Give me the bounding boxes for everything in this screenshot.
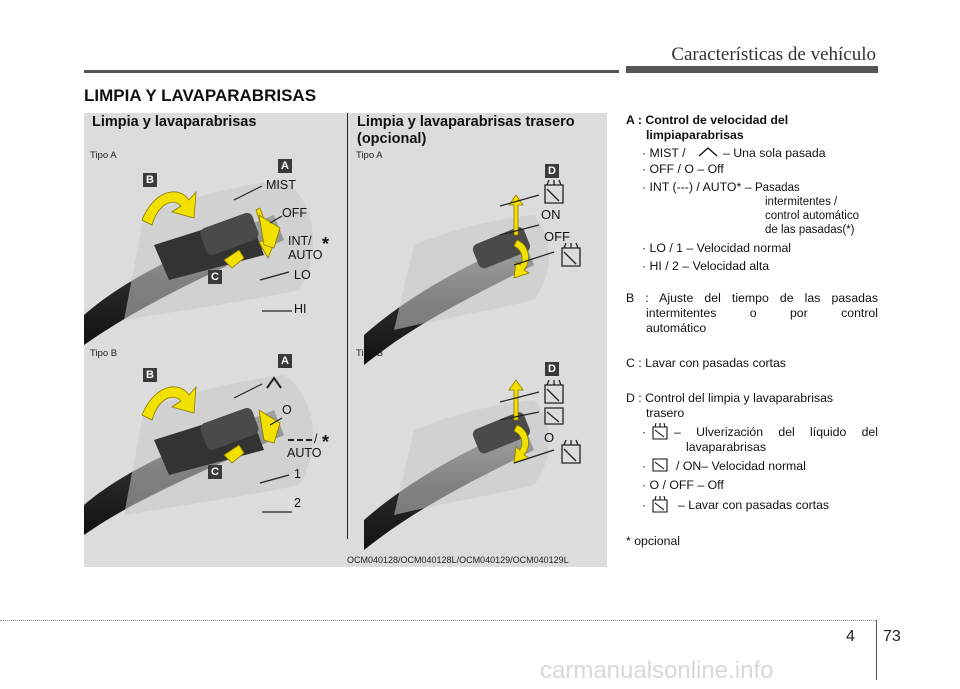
label-o-rear: O xyxy=(544,430,555,445)
label-mist: MIST xyxy=(266,178,296,192)
marker-d-b: D xyxy=(545,362,559,376)
spec-d-title-2: trasero xyxy=(646,406,685,420)
spec-a-item-int-2: intermitentes / xyxy=(765,196,838,208)
spec-a-item-int: · INT (---) / AUTO* – Pasadas xyxy=(642,180,800,194)
asterisk-a: * xyxy=(322,234,330,254)
spec-b-title-3: automático xyxy=(646,321,707,335)
chapter-number: 4 xyxy=(846,628,855,645)
spec-a-title-2: limpiaparabrisas xyxy=(646,128,744,142)
spec-a-item-hi: · HI / 2 – Velocidad alta xyxy=(642,259,770,273)
label-hi: HI xyxy=(294,302,307,316)
spec-d-item-3: · O / OFF – Off xyxy=(642,478,724,492)
label-slash: / xyxy=(314,432,318,446)
marker-b-a: B xyxy=(143,173,157,187)
label-lo: LO xyxy=(294,268,311,282)
label-auto-b: AUTO xyxy=(287,446,322,460)
left-panel-title: Limpia y lavaparabrisas xyxy=(92,114,257,130)
stalk-left-b xyxy=(84,375,314,535)
label-o: O xyxy=(282,403,292,417)
stalk-right-b xyxy=(364,400,549,550)
spec-b-title: B : Ajuste del tiempo de las pasadas xyxy=(626,291,878,305)
panel-divider xyxy=(347,113,348,539)
rear-wiper-icon xyxy=(652,458,668,472)
yellow-arrows xyxy=(141,190,530,464)
mist-icon xyxy=(698,147,718,157)
footer-dotted-rule xyxy=(0,620,876,621)
spec-a-item-int-3: control automático xyxy=(765,210,859,222)
chapter-title: Características de vehículo xyxy=(671,44,876,65)
label-on: ON xyxy=(541,207,561,222)
spec-note: * opcional xyxy=(626,534,681,548)
wash-short-icon xyxy=(652,495,668,513)
spec-d-bullet-2: · xyxy=(642,459,647,473)
spec-a-item-off: · OFF / O – Off xyxy=(642,162,724,176)
leader-lines xyxy=(233,185,555,513)
page-number-divider xyxy=(876,620,877,680)
spec-d-item-2: / ON– Velocidad normal xyxy=(676,459,806,473)
spec-a-item-lo: · LO / 1 – Velocidad normal xyxy=(642,241,792,255)
label-1: 1 xyxy=(294,467,301,481)
stalk-left-a xyxy=(84,180,314,345)
section-title: LIMPIA Y LAVAPARABRISAS xyxy=(84,86,317,105)
spec-a-item-int-4: de las pasadas(*) xyxy=(765,224,855,236)
watermark: carmanualsonline.info xyxy=(540,657,774,684)
label-off-rear: OFF xyxy=(544,229,570,244)
label-off: OFF xyxy=(282,206,307,220)
spec-d-bullet-4: · xyxy=(642,498,647,512)
marker-a-a: A xyxy=(278,159,292,173)
spec-d-item-1: – Ulverización del líquido del xyxy=(674,425,878,439)
label-int: INT/ xyxy=(288,234,312,248)
spec-d-bullet-1: · xyxy=(642,425,647,439)
marker-b-b: B xyxy=(143,368,157,382)
spec-a-title: A : Control de velocidad del xyxy=(626,113,789,127)
mist-caret-icon xyxy=(266,376,282,389)
marker-c-a: C xyxy=(208,270,222,284)
spec-d-item-1b: lavaparabrisas xyxy=(686,440,766,454)
spec-d-item-4: – Lavar con pasadas cortas xyxy=(678,498,830,512)
marker-c-b: C xyxy=(208,465,222,479)
spec-c-title: C : Lavar con pasadas cortas xyxy=(626,356,786,370)
washer-spray-icon xyxy=(652,422,668,440)
page-number: 73 xyxy=(883,628,901,645)
asterisk-b: * xyxy=(322,432,330,452)
left-tipo-a: Tipo A xyxy=(90,150,117,161)
label-2: 2 xyxy=(294,496,301,510)
right-panel-title-1: Limpia y lavaparabrisas trasero xyxy=(357,114,575,130)
spec-b-title-2: intermitentes o por control xyxy=(646,306,878,320)
rear-washer-icons xyxy=(544,179,581,464)
marker-a-b: A xyxy=(278,354,292,368)
wiper-stalk-illustration xyxy=(84,179,581,550)
right-tipo-a: Tipo A xyxy=(356,150,383,161)
header-bar xyxy=(626,66,878,73)
spec-d-title: D : Control del limpia y lavaparabrisas xyxy=(626,391,834,405)
label-auto: AUTO xyxy=(288,248,323,262)
left-tipo-b: Tipo B xyxy=(90,348,118,359)
right-panel-title-2: (opcional) xyxy=(357,131,427,147)
header-rule xyxy=(84,70,619,73)
spec-a-item-mist: · MIST / xyxy=(642,146,686,160)
spec-a-item-mist-desc: – Una sola pasada xyxy=(723,146,826,160)
figure-caption: OCM040128/OCM040128L/OCM040129/OCM040129… xyxy=(347,555,569,565)
marker-d-a: D xyxy=(545,164,559,178)
stalk-right-a xyxy=(364,215,549,365)
